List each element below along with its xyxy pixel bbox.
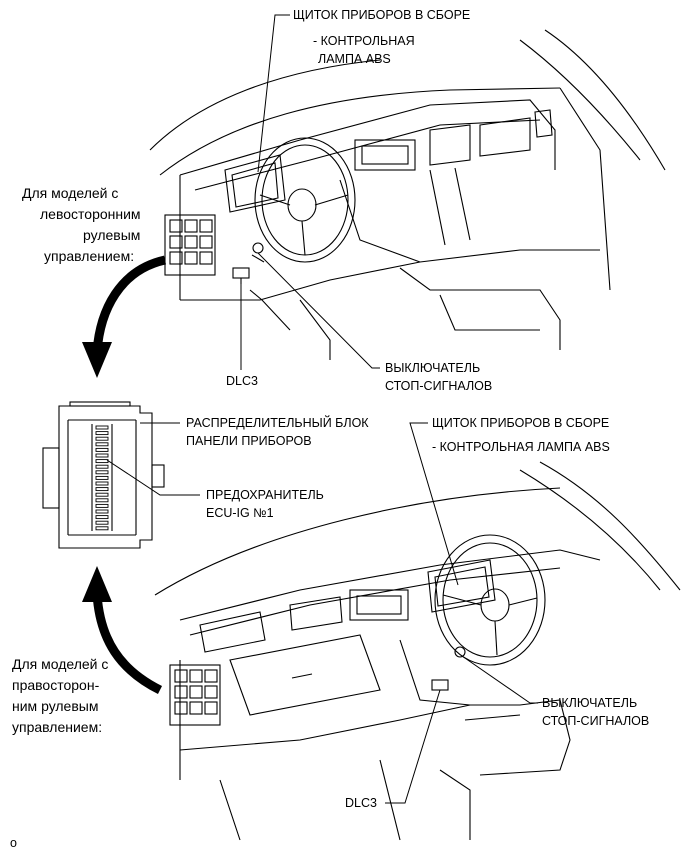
lhd-model-note-line2: левосторонним bbox=[40, 206, 141, 222]
junction-block-label-line2: ПАНЕЛИ ПРИБОРОВ bbox=[186, 434, 312, 448]
fuse-slot bbox=[95, 464, 109, 469]
ecu-ig-fuse-label-line2: ECU-IG №1 bbox=[206, 506, 274, 520]
fuse-slot bbox=[95, 487, 109, 492]
rhd-dashboard-drawing bbox=[154, 461, 681, 841]
fuse-slot bbox=[95, 481, 109, 486]
fuse-slot bbox=[95, 425, 109, 430]
instrument-panel-junction-block bbox=[42, 401, 165, 549]
fuse-slot bbox=[95, 442, 109, 447]
lhd-model-note-line3: рулевым bbox=[83, 227, 140, 243]
rhd-model-note-line3: ним рулевым bbox=[12, 698, 98, 714]
fuse-slot bbox=[95, 459, 109, 464]
lhd-abs-lamp-label-line1: - КОНТРОЛЬНАЯ bbox=[313, 34, 415, 48]
lhd-stop-switch-leader bbox=[257, 252, 380, 369]
ecu-ig-fuse-label-line1: ПРЕДОХРАНИТЕЛЬ bbox=[206, 488, 324, 502]
footer-mark: o bbox=[10, 836, 17, 850]
rhd-cluster-label: ЩИТОК ПРИБОРОВ В СБОРЕ bbox=[432, 416, 609, 430]
lhd-abs-lamp-label-line2: ЛАМПА ABS bbox=[318, 52, 391, 66]
lhd-to-block-arrow bbox=[82, 255, 167, 378]
lhd-dashboard-drawing bbox=[149, 29, 666, 360]
lhd-model-note-line4: управлением: bbox=[44, 248, 134, 264]
fuse-slot bbox=[95, 526, 109, 531]
fuse-slot bbox=[95, 431, 109, 436]
fuse-slot bbox=[95, 503, 109, 508]
rhd-dlc3-leader bbox=[385, 689, 441, 804]
ecu-ig-fuse-leader bbox=[106, 459, 200, 496]
junction-block-label-line1: РАСПРЕДЕЛИТЕЛЬНЫЙ БЛОК bbox=[186, 415, 369, 430]
rhd-model-note-line4: управлением: bbox=[12, 719, 102, 735]
fuse-slot bbox=[95, 447, 109, 452]
fuse-slot bbox=[95, 509, 109, 514]
lhd-stop-switch-label-line1: ВЫКЛЮЧАТЕЛЬ bbox=[385, 361, 480, 375]
lhd-cluster-label: ЩИТОК ПРИБОРОВ В СБОРЕ bbox=[293, 8, 470, 22]
fuse-slot bbox=[95, 520, 109, 525]
rhd-model-note-line1: Для моделей с bbox=[12, 656, 108, 672]
lhd-stop-switch-label-line2: СТОП-СИГНАЛОВ bbox=[385, 379, 492, 393]
rhd-dlc3-label: DLC3 bbox=[345, 796, 377, 810]
rhd-abs-lamp-label: - КОНТРОЛЬНАЯ ЛАМПА ABS bbox=[432, 440, 610, 454]
fuse-slot bbox=[95, 492, 109, 497]
rhd-stop-switch-label-line2: СТОП-СИГНАЛОВ bbox=[542, 714, 649, 728]
fuse-slot bbox=[95, 515, 109, 520]
lhd-model-note-line1: Для моделей с bbox=[22, 185, 118, 201]
fuse-slot bbox=[95, 470, 109, 475]
rhd-stop-switch-leader bbox=[461, 655, 538, 704]
fuse-slot bbox=[95, 436, 109, 441]
rhd-cluster-leader bbox=[409, 422, 459, 586]
junction-block-fuse-rows bbox=[95, 425, 109, 531]
rhd-stop-switch-label-line1: ВЫКЛЮЧАТЕЛЬ bbox=[542, 696, 637, 710]
rhd-to-block-arrow bbox=[82, 566, 163, 695]
fuse-slot bbox=[95, 453, 109, 458]
rhd-model-note-line2: правосторон- bbox=[12, 677, 100, 693]
fuse-slot bbox=[95, 475, 109, 480]
lhd-dlc3-label: DLC3 bbox=[226, 374, 258, 388]
lhd-cluster-leader bbox=[257, 14, 290, 173]
fuse-slot bbox=[95, 498, 109, 503]
